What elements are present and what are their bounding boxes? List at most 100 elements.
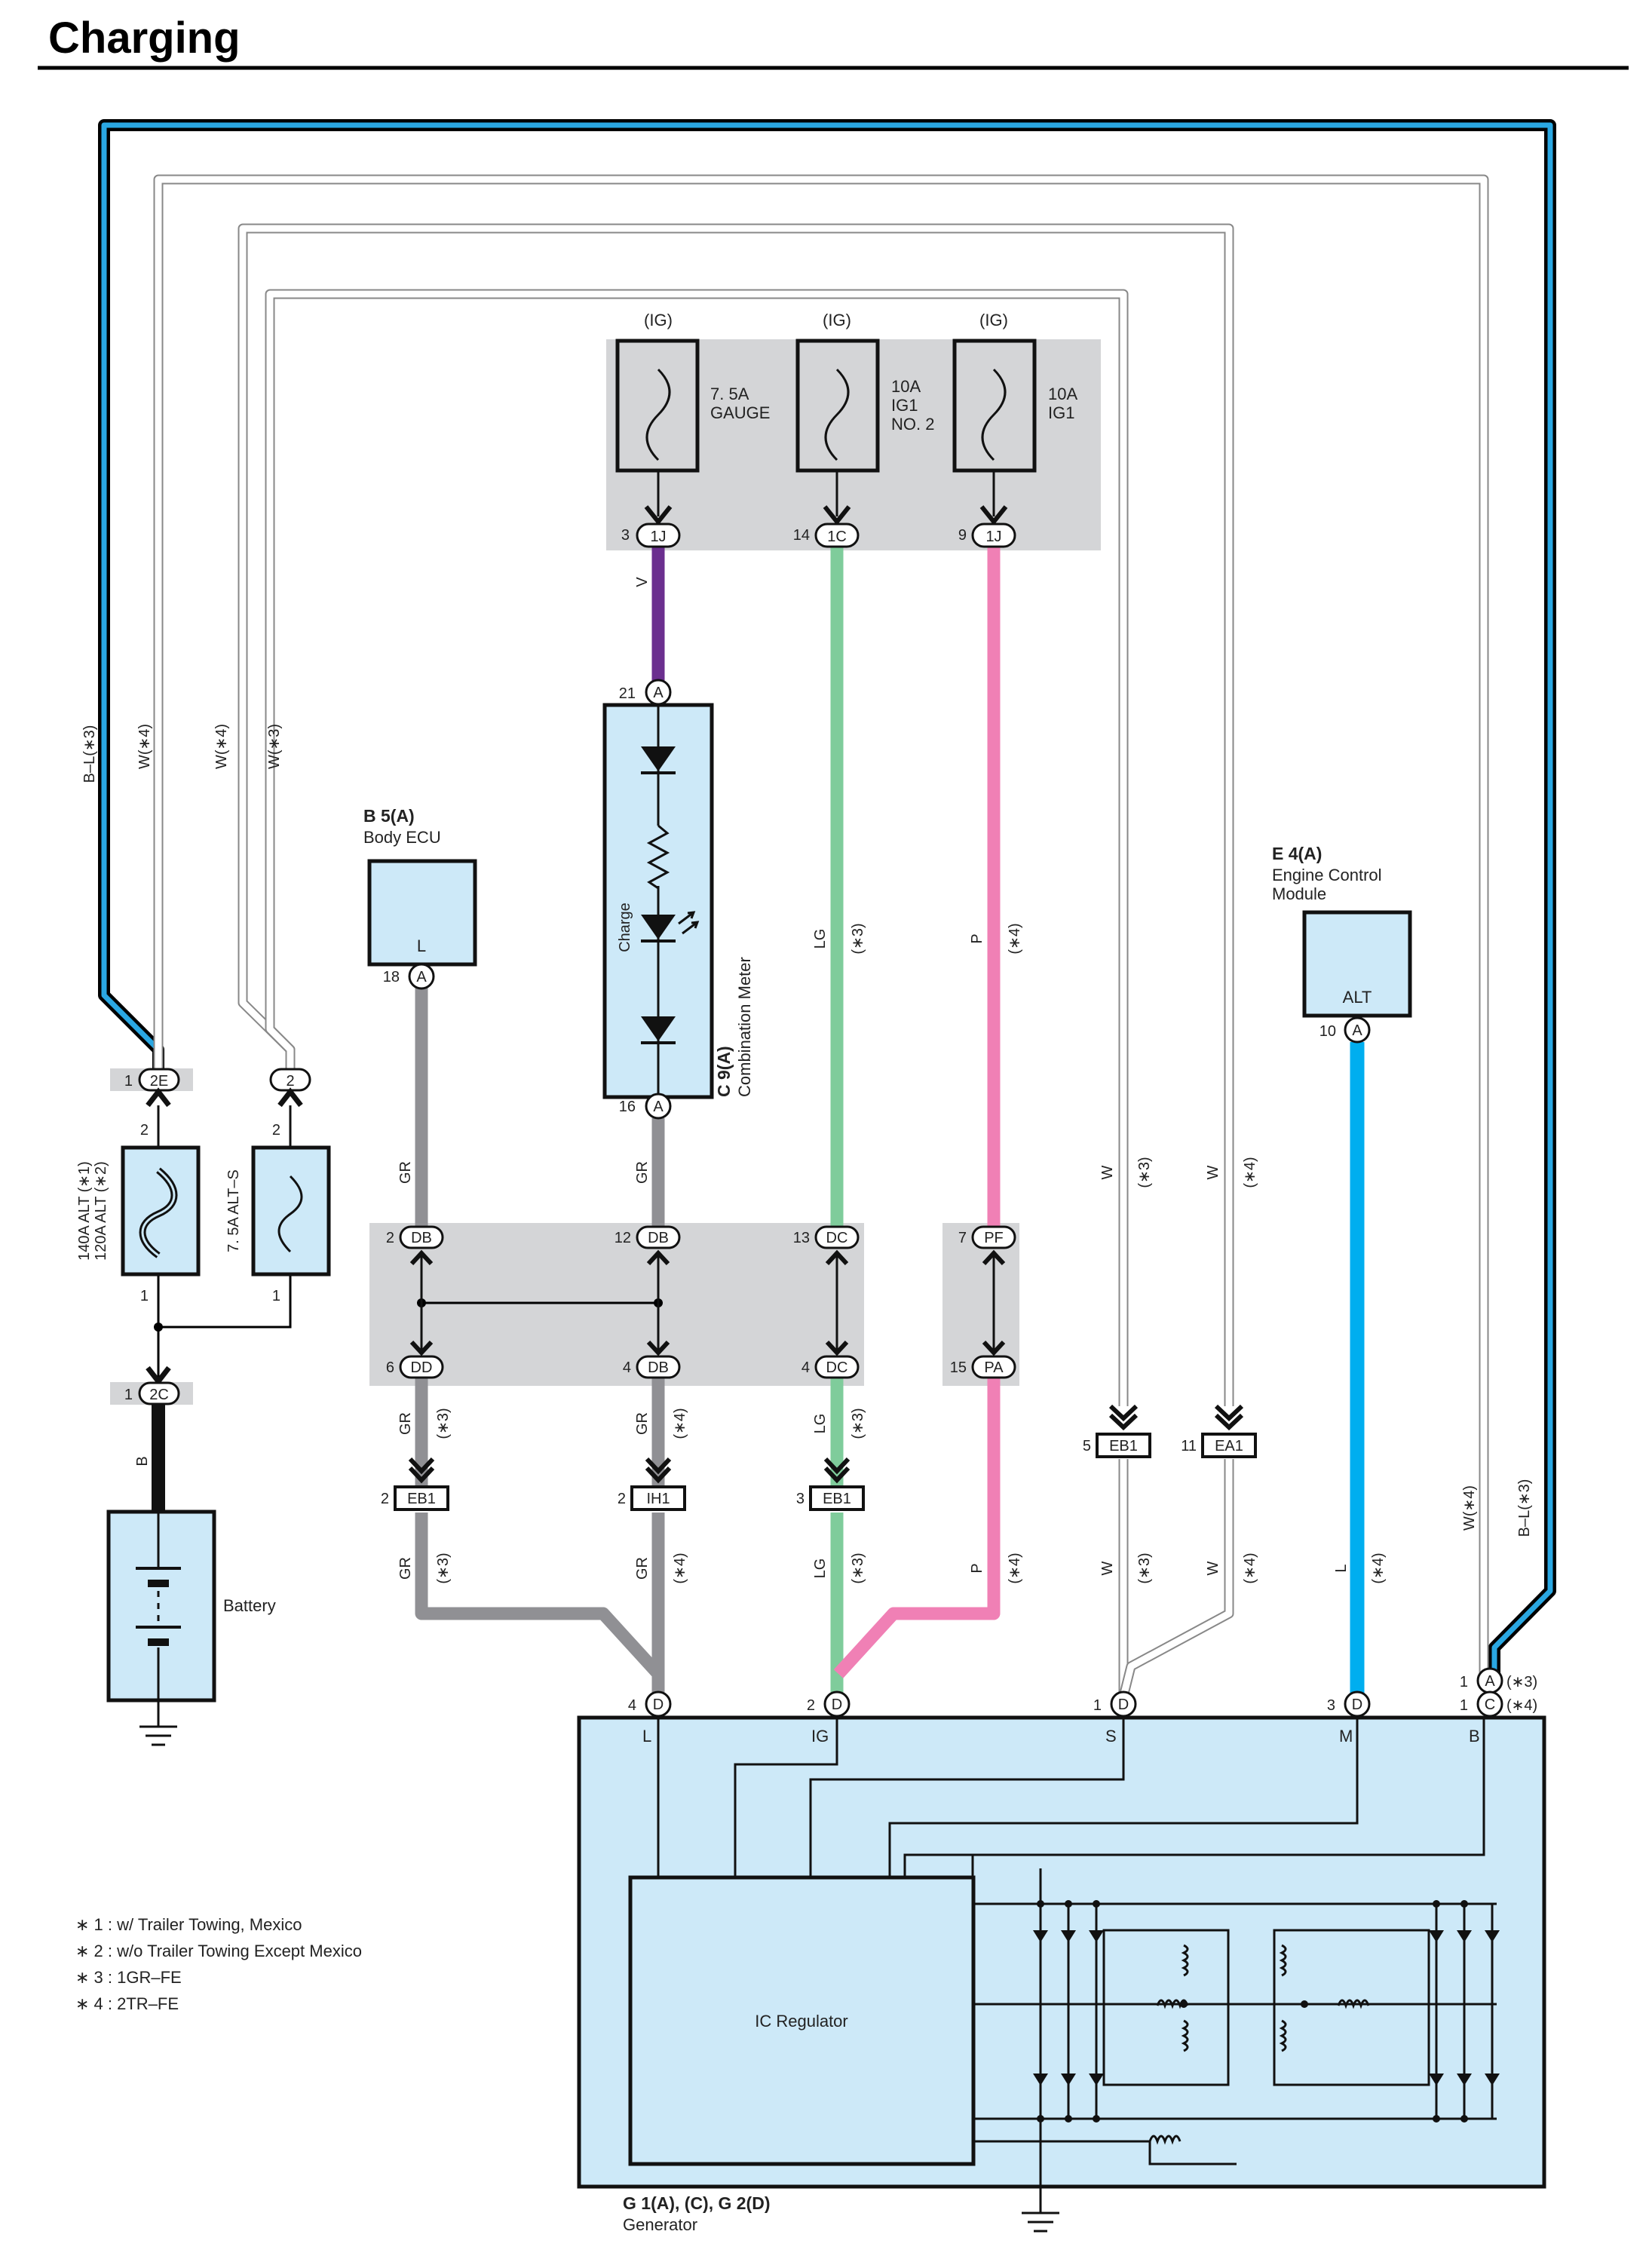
- note-2: ∗ 2 : w/o Trailer Towing Except Mexico: [75, 1942, 362, 1960]
- generator-terminal-s: 1 D S: [1093, 1690, 1137, 1746]
- generator-terminal-ig: 2 D IG: [807, 1690, 851, 1746]
- connector-DC-4: 4 DC: [801, 1355, 860, 1379]
- ic-regulator-label: IC Regulator: [755, 2012, 848, 2031]
- arrow-gauge: [644, 505, 673, 526]
- svg-text:2: 2: [386, 1230, 394, 1246]
- svg-text:3: 3: [1327, 1697, 1335, 1714]
- connector-DD-6: 6 DD: [386, 1355, 444, 1379]
- rectifier-diodes: [1033, 1900, 1500, 2123]
- svg-text:1: 1: [1460, 1697, 1468, 1714]
- battery-ground-icon: [139, 1700, 177, 1746]
- fuse-ig1-no2: (IG) 10A IG1 NO. 2: [795, 311, 934, 516]
- label-p-upper: P: [969, 933, 985, 943]
- svg-text:16: 16: [619, 1099, 636, 1115]
- svg-text:2: 2: [286, 1073, 294, 1090]
- svg-text:A: A: [416, 969, 427, 985]
- svg-text:C: C: [1485, 1696, 1495, 1713]
- svg-text:18: 18: [383, 969, 400, 985]
- svg-text:DB: DB: [648, 1359, 669, 1376]
- svg-text:6: 6: [386, 1359, 394, 1376]
- wire-pink-lower: [833, 1377, 1001, 1678]
- body-ecu: B 5(A) Body ECU L 18 A: [363, 806, 477, 990]
- svg-text:(∗4): (∗4): [1007, 1552, 1023, 1583]
- svg-text:1: 1: [1460, 1674, 1468, 1690]
- svg-text:140A ALT (∗1): 140A ALT (∗1): [76, 1161, 93, 1261]
- svg-text:(∗4): (∗4): [1242, 1552, 1258, 1583]
- svg-text:P: P: [969, 1563, 985, 1573]
- svg-text:3: 3: [621, 527, 630, 544]
- svg-text:W: W: [1099, 1165, 1116, 1179]
- svg-text:L: L: [417, 936, 426, 955]
- junction-arrows: [409, 1249, 1006, 1356]
- junction-block-box: [606, 339, 1101, 550]
- svg-text:DB: DB: [411, 1230, 432, 1246]
- svg-text:EB1: EB1: [823, 1491, 851, 1507]
- arrow-2e: [146, 1087, 171, 1108]
- arrow-2: [277, 1087, 303, 1108]
- generator-name: Generator: [623, 2215, 697, 2234]
- svg-text:PA: PA: [984, 1359, 1004, 1376]
- arrow-2c: [146, 1365, 171, 1386]
- svg-text:D: D: [832, 1696, 842, 1713]
- generator-ground-icon: [1022, 2187, 1059, 2233]
- svg-text:7: 7: [958, 1230, 967, 1246]
- svg-text:(∗3): (∗3): [1136, 1552, 1153, 1583]
- svg-text:LG: LG: [812, 1414, 829, 1434]
- svg-text:1: 1: [272, 1288, 280, 1304]
- svg-text:(∗4): (∗4): [1506, 1697, 1537, 1714]
- svg-text:15: 15: [950, 1359, 967, 1376]
- connector-EA1-11: 11 EA1: [1181, 1433, 1257, 1458]
- svg-text:2E: 2E: [150, 1073, 168, 1090]
- svg-text:2: 2: [272, 1122, 280, 1139]
- svg-text:W: W: [1205, 1165, 1221, 1179]
- svg-text:13: 13: [793, 1230, 810, 1246]
- svg-text:A: A: [653, 685, 664, 701]
- note-3: ∗ 3 : 1GR–FE: [75, 1968, 182, 1987]
- svg-text:EB1: EB1: [407, 1491, 436, 1507]
- svg-text:GR: GR: [634, 1412, 651, 1435]
- svg-text:1: 1: [124, 1387, 133, 1403]
- connector-PF-7: 7 PF: [958, 1225, 1016, 1249]
- generator: 4 D L 2 D IG 1 D S 3 D M 1 A (∗3) 1: [577, 1667, 1546, 2234]
- svg-text:GR: GR: [397, 1161, 414, 1184]
- svg-text:EA1: EA1: [1215, 1438, 1243, 1454]
- svg-text:(∗4): (∗4): [1370, 1552, 1387, 1583]
- connector-EB1-5: 5 EB1: [1083, 1433, 1151, 1458]
- engine-control-module: E 4(A) Engine Control Module ALT 10 A: [1272, 844, 1412, 1044]
- svg-text:IG: IG: [811, 1727, 829, 1746]
- svg-text:(∗4): (∗4): [1007, 923, 1023, 954]
- page-title: Charging: [48, 14, 241, 63]
- wire-gr-to-l: [415, 1513, 665, 1696]
- ecm-name1: Engine Control: [1272, 866, 1382, 884]
- fuse-alt-s: 2 1 7. 5A ALT–S: [225, 1122, 331, 1304]
- fuse-ig1: (IG) 10A IG1: [952, 311, 1077, 516]
- label-bl3-right: B–L(∗3): [1516, 1479, 1533, 1537]
- svg-text:(∗3): (∗3): [850, 1552, 866, 1583]
- svg-text:L: L: [1333, 1564, 1350, 1572]
- fuse-gauge: (IG) 7. 5A GAUGE: [615, 311, 770, 516]
- svg-text:1: 1: [140, 1288, 149, 1304]
- svg-text:GR: GR: [634, 1161, 651, 1184]
- label-w4-left: W(∗4): [136, 724, 153, 769]
- svg-text:B: B: [1469, 1727, 1480, 1746]
- svg-text:21: 21: [619, 685, 636, 702]
- svg-text:10A: 10A: [891, 377, 921, 396]
- svg-text:DC: DC: [826, 1230, 848, 1246]
- fuse-gauge-ig-label: (IG): [644, 311, 673, 329]
- meter-code: C 9(A): [714, 1046, 734, 1097]
- label-b: B: [134, 1456, 151, 1466]
- svg-text:D: D: [653, 1696, 664, 1713]
- svg-text:1J: 1J: [985, 529, 1001, 545]
- junction-connector-box-left: [369, 1223, 864, 1386]
- svg-text:2: 2: [807, 1697, 815, 1714]
- generator-code: G 1(A), (C), G 2(D): [623, 2193, 771, 2213]
- svg-text:(∗3): (∗3): [1506, 1674, 1537, 1690]
- arrow-ig1: [979, 505, 1008, 526]
- svg-text:A: A: [1352, 1022, 1362, 1039]
- svg-text:2C: 2C: [149, 1387, 169, 1403]
- connector-DB-12: 12 DB: [615, 1225, 681, 1249]
- svg-text:A: A: [653, 1099, 664, 1115]
- svg-text:DC: DC: [826, 1359, 848, 1376]
- svg-text:EB1: EB1: [1109, 1438, 1138, 1454]
- label-w4-right: W(∗4): [1461, 1485, 1478, 1531]
